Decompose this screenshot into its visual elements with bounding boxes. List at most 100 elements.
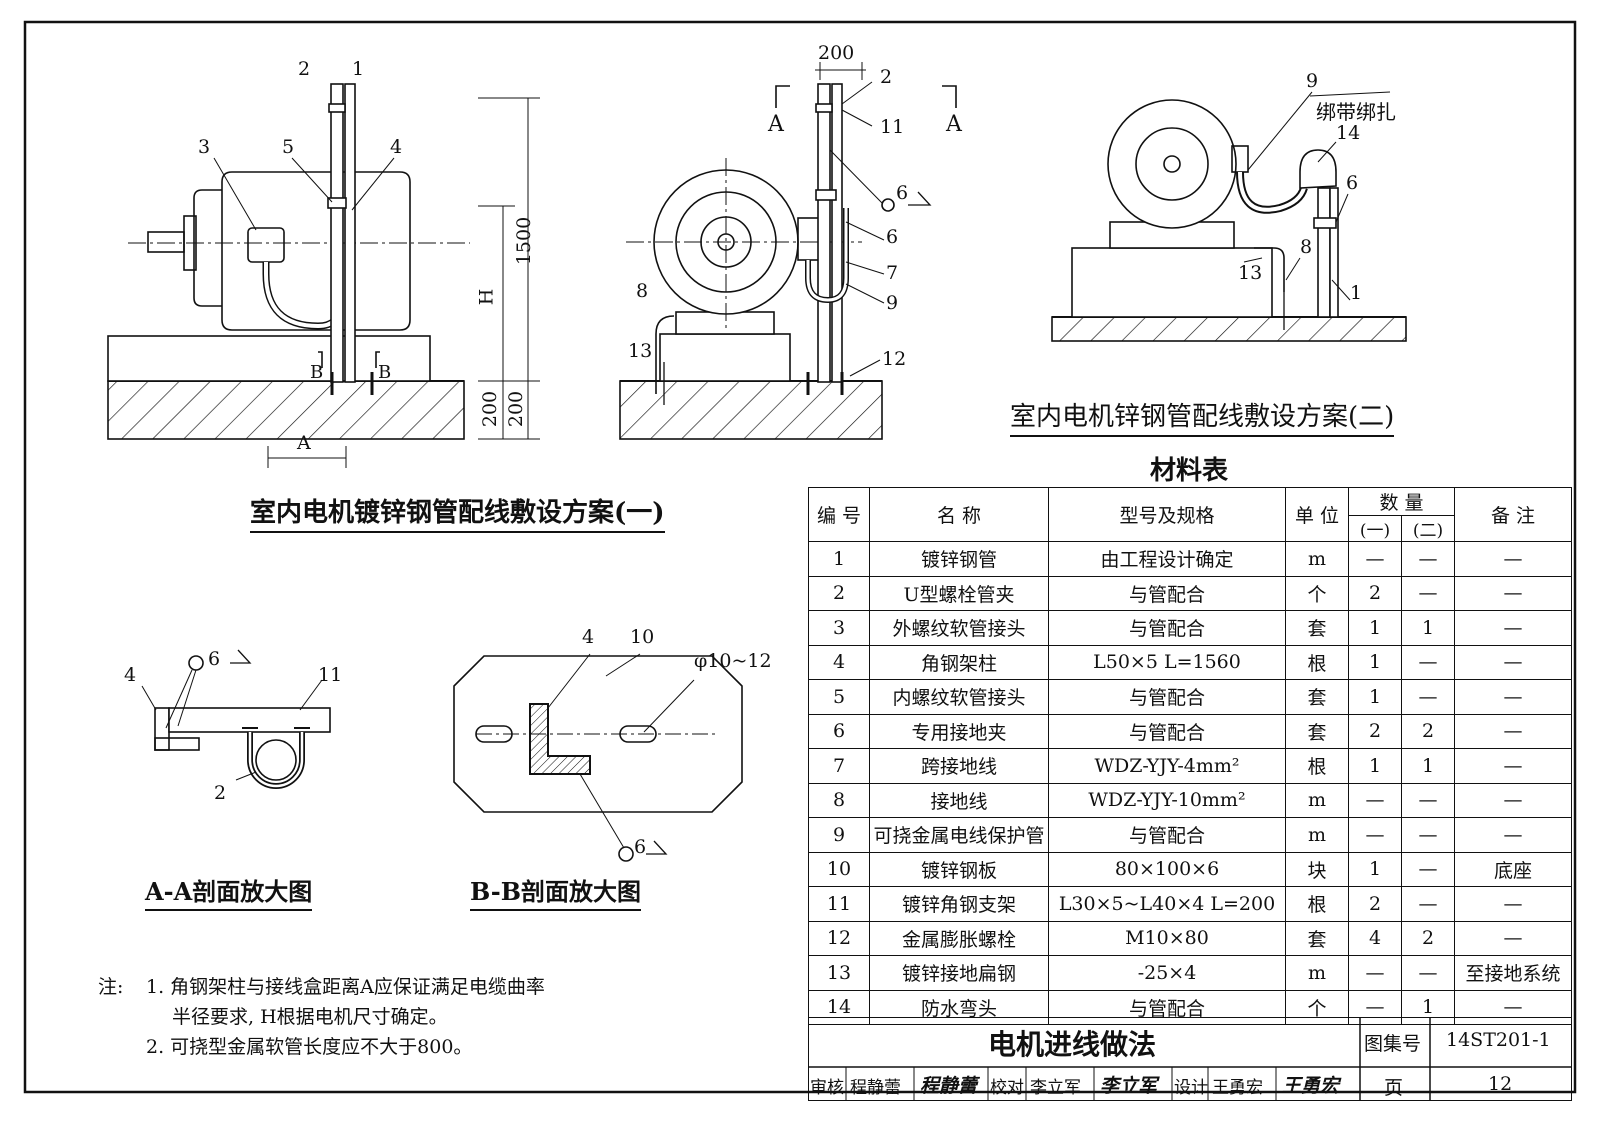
cell-no: 8	[808, 782, 870, 818]
front-section-mark-a-left: A	[768, 112, 784, 137]
cell-no: 4	[808, 644, 870, 680]
scheme2-callout-14: 14	[1336, 122, 1361, 144]
cell-unit: m	[1285, 817, 1349, 853]
note-line-1: 1. 角钢架柱与接线盒距离A应保证满足电缆曲率	[146, 976, 545, 998]
cell-name: 镀锌钢板	[869, 851, 1049, 887]
drawing-title: 电机进线做法	[988, 1028, 1157, 1061]
title-block-grid	[808, 1017, 1572, 1101]
cell-remark: —	[1454, 817, 1572, 853]
cell-spec: 与管配合	[1048, 679, 1286, 715]
cell-no: 5	[808, 679, 870, 715]
front-callout-12: 12	[882, 348, 907, 370]
checker-signature: 李立军	[1100, 1075, 1158, 1097]
cell-q2: —	[1401, 575, 1455, 611]
cell-q2: 2	[1401, 713, 1455, 749]
cell-no: 2	[808, 575, 870, 611]
cell-q2: —	[1401, 886, 1455, 922]
scheme1-callout-2: 2	[298, 58, 311, 80]
col-remark: 备 注	[1454, 487, 1572, 542]
aa-callout-6: 6	[208, 648, 221, 670]
cell-q1: 1	[1348, 851, 1402, 887]
cell-q1: 4	[1348, 920, 1402, 956]
col-name: 名 称	[869, 487, 1049, 542]
cell-q2: —	[1401, 851, 1455, 887]
cell-remark: —	[1454, 989, 1572, 1025]
aa-callout-4: 4	[124, 664, 137, 686]
cell-no: 14	[808, 989, 870, 1025]
cell-remark: —	[1454, 610, 1572, 646]
cell-remark: —	[1454, 920, 1572, 956]
atlas-no-label: 图集号	[1364, 1033, 1422, 1055]
cell-name: 内螺纹软管接头	[869, 679, 1049, 715]
cell-spec: WDZ-YJY-10mm²	[1048, 782, 1286, 818]
reviewer-signature: 程静蕾	[920, 1075, 978, 1097]
scheme1-drawing	[107, 83, 540, 468]
notes-head: 注:	[98, 976, 124, 998]
col-spec: 型号及规格	[1048, 487, 1286, 542]
cell-no: 11	[808, 886, 870, 922]
cell-q1: 1	[1348, 679, 1402, 715]
section-bb-drawing	[453, 653, 743, 862]
sheet-border	[23, 20, 1577, 1094]
col-qty: 数 量	[1348, 487, 1455, 516]
cell-unit: 块	[1285, 851, 1349, 887]
cell-name: 专用接地夹	[869, 713, 1049, 749]
cell-spec: 与管配合	[1048, 989, 1286, 1025]
cell-name: U型螺栓管夹	[869, 575, 1049, 611]
scheme2-caption: 室内电机锌钢管配线敷设方案(二)	[1010, 396, 1395, 437]
cell-no: 6	[808, 713, 870, 749]
checker-name: 李立军	[1030, 1078, 1081, 1098]
scheme1-callout-5: 5	[282, 136, 295, 158]
cell-spec: -25×4	[1048, 955, 1286, 991]
cell-no: 9	[808, 817, 870, 853]
scheme1-dim-200-b: 200	[505, 390, 528, 428]
scheme-front-drawing	[619, 62, 957, 440]
page-label: 页	[1384, 1077, 1404, 1099]
cell-unit: 根	[1285, 748, 1349, 784]
cell-name: 金属膨胀螺栓	[869, 920, 1049, 956]
scheme1-dim-h: H	[475, 288, 498, 306]
front-callout-6a: 6	[896, 182, 909, 204]
cell-name: 防水弯头	[869, 989, 1049, 1025]
note-line-3: 2. 可挠型金属软管长度应不大于800。	[146, 1036, 473, 1058]
cell-remark: —	[1454, 541, 1572, 577]
cell-q1: 2	[1348, 713, 1402, 749]
note-line-2: 半径要求, H根据电机尺寸确定。	[172, 1006, 448, 1028]
designer-name: 王勇宏	[1212, 1078, 1263, 1098]
aa-callout-2: 2	[214, 782, 227, 804]
cell-remark: —	[1454, 644, 1572, 680]
cell-remark: —	[1454, 782, 1572, 818]
bb-callout-10: 10	[630, 626, 655, 648]
cell-unit: 套	[1285, 610, 1349, 646]
cell-unit: 套	[1285, 713, 1349, 749]
scheme2-callout-9: 9	[1306, 70, 1319, 92]
cell-unit: 根	[1285, 644, 1349, 680]
cell-name: 外螺纹软管接头	[869, 610, 1049, 646]
scheme1-dim-a: A	[297, 432, 311, 454]
cell-name: 角钢架柱	[869, 644, 1049, 680]
cell-remark: —	[1454, 886, 1572, 922]
bb-callout-4: 4	[582, 626, 595, 648]
cell-q2: —	[1401, 644, 1455, 680]
cell-unit: m	[1285, 955, 1349, 991]
front-callout-13: 13	[628, 340, 653, 362]
cell-no: 10	[808, 851, 870, 887]
cell-name: 镀锌角钢支架	[869, 886, 1049, 922]
front-callout-8: 8	[636, 280, 649, 302]
front-callout-2: 2	[880, 66, 893, 88]
section-aa-drawing	[141, 655, 331, 789]
section-aa-caption: A-A剖面放大图	[145, 872, 313, 911]
cell-spec: 与管配合	[1048, 575, 1286, 611]
cell-name: 可挠金属电线保护管	[869, 817, 1049, 853]
cell-name: 跨接地线	[869, 748, 1049, 784]
